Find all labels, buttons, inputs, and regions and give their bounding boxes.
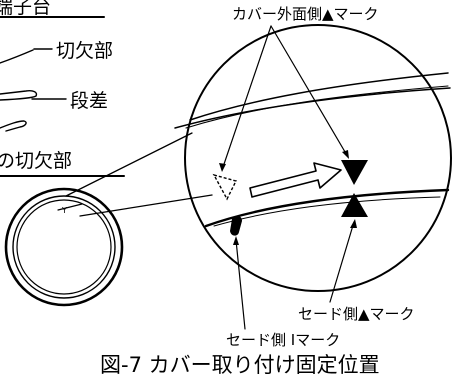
seed-side-i-mark-label: セード側 Iマーク <box>226 331 340 349</box>
cover-outer-mark-label: カバー外面側▲マーク <box>232 5 379 23</box>
seed-side-mark-label: セード側▲マーク <box>298 305 415 323</box>
rotation-direction-arrow-icon <box>249 162 342 198</box>
magnified-arc-2 <box>174 87 451 129</box>
seed-side-i-mark-leader-arrowhead <box>233 236 239 245</box>
seed-side-i-mark-leader <box>235 239 246 330</box>
cover-outer-leader-to-solid <box>270 25 349 158</box>
seed-side-mark-leader <box>329 221 355 303</box>
lower-edge-outline <box>0 120 27 132</box>
magnified-arc-2b <box>185 85 449 129</box>
cover-outer-leader-arrowhead-2 <box>342 150 349 159</box>
cover-outer-dashed-triangle-icon <box>212 173 238 201</box>
notch-label: 切欠部 <box>56 40 113 62</box>
seed-side-mark-leader-arrowhead <box>350 219 357 228</box>
figure-caption: 図-7 カバー取り付け固定位置 <box>100 353 380 377</box>
cover-outer-mark-triangle-icon <box>341 160 368 185</box>
seed-side-mark-triangle-icon <box>341 193 368 217</box>
zoom-line-lower <box>79 194 213 217</box>
cover-outer-leader-to-dashed <box>221 25 272 171</box>
magnified-view-circle <box>184 24 452 292</box>
zoom-line-upper <box>65 132 193 197</box>
seed-side-i-mark-icon <box>230 215 242 236</box>
magnified-arc-1 <box>189 72 449 121</box>
notch-outline <box>0 49 34 64</box>
step-label: 段差 <box>70 90 108 112</box>
magnified-arc-seam <box>204 188 450 228</box>
notch-of-label: の切欠部 <box>0 150 72 172</box>
cover-ring <box>4 187 124 307</box>
cover-outer-leader-arrowhead-1 <box>219 163 226 172</box>
top-left-partial-label: 端子台 <box>0 0 51 18</box>
magnified-arc-seam-inner <box>213 196 441 227</box>
ring-mark-tick <box>57 203 83 211</box>
step-outline <box>0 90 38 101</box>
ring-small-mark: Y <box>61 206 67 215</box>
